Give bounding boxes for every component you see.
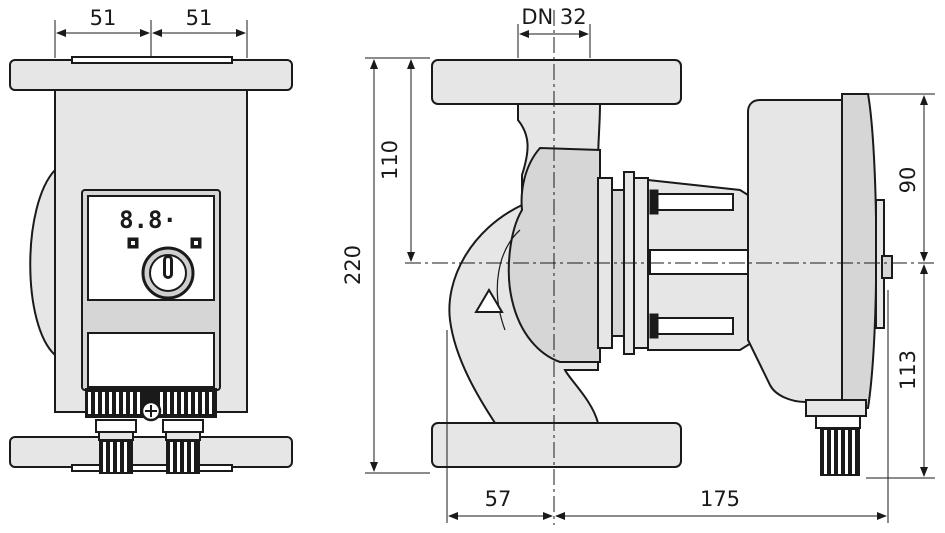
pump-flow-direction-triangle-icon <box>474 288 504 313</box>
module-base <box>805 399 867 417</box>
dimension-depth-front: 57 <box>485 487 512 511</box>
front-view: 8.8· <box>9 56 293 474</box>
motor-shaft <box>649 249 751 275</box>
bottom-flange-front <box>9 436 293 468</box>
gland-nut <box>815 415 861 429</box>
cable-gland-side <box>820 428 860 476</box>
dimension-overall-height: 220 <box>341 245 365 285</box>
motor-bolt-lower <box>654 317 734 335</box>
dimension-motor-upper: 90 <box>896 167 920 194</box>
dimension-right-half: 51 <box>186 6 213 30</box>
display-readout: 8.8· <box>119 206 177 234</box>
top-flange-front <box>9 59 293 91</box>
dimension-left-half: 51 <box>90 6 117 30</box>
dimension-depth-back: 175 <box>700 487 740 511</box>
dimension-height-to-axis: 110 <box>378 140 402 180</box>
cable-gland-right <box>162 419 204 474</box>
cable-gland-left <box>95 419 137 474</box>
module-lower-panel <box>87 332 215 388</box>
side-view-dimensions: DN 32 220 110 90 113 57 175 <box>341 5 935 523</box>
motor-bolt-upper <box>654 193 734 211</box>
bottom-flange-seat <box>71 464 233 472</box>
top-flange-seat <box>71 56 233 64</box>
dimension-nominal-diameter: DN 32 <box>521 5 586 29</box>
electronic-module-housing <box>747 99 843 403</box>
module-front-cover <box>841 93 878 412</box>
housing-bulge <box>29 167 56 358</box>
bottom-flange-side <box>431 422 682 468</box>
dimension-motor-lower: 113 <box>896 350 920 390</box>
module-button <box>881 255 893 279</box>
front-view-dimensions: 51 51 <box>54 6 248 58</box>
top-flange-side <box>431 59 682 105</box>
side-view <box>405 10 935 525</box>
